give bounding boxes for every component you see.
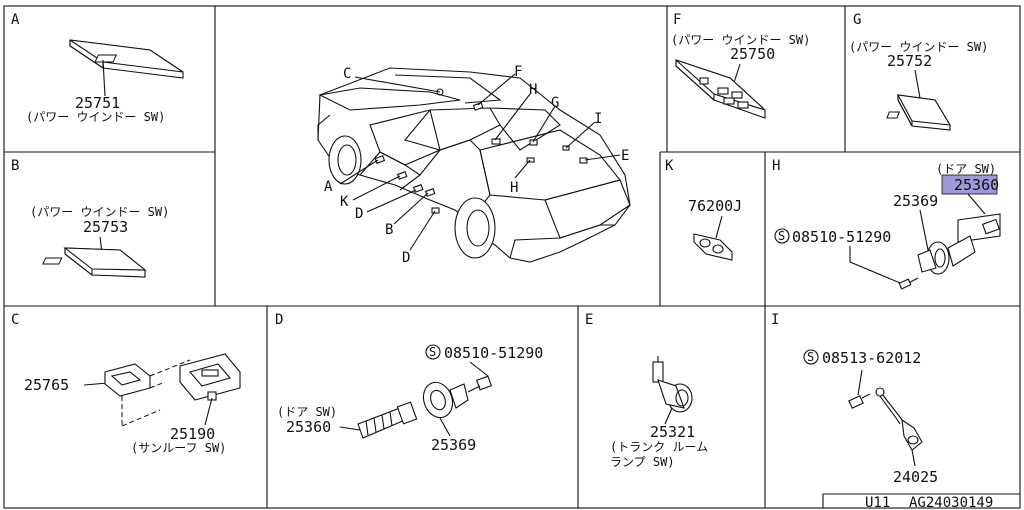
part-description: (ドア SW) <box>936 162 996 176</box>
diagram-footer: U11 AG24030149 <box>865 495 993 510</box>
switch-housing-part[interactable] <box>693 233 733 261</box>
panel-a[interactable]: A 25751 (パワー ウインドー SW) <box>11 12 184 124</box>
callout-c: C <box>343 66 351 82</box>
door-switch-part[interactable] <box>898 213 1001 290</box>
part-number: 76200J <box>688 197 742 215</box>
sunroof-switch-part[interactable] <box>179 353 241 401</box>
panel-letter: D <box>275 312 283 328</box>
part-number: 25751 <box>75 94 120 112</box>
callout-h: H <box>529 82 537 98</box>
screw-part-number: 08510-51290 <box>792 228 891 246</box>
power-window-switch-part[interactable] <box>886 94 952 131</box>
screw-spec: S 08510-51290 <box>774 228 891 246</box>
front-wheel <box>328 135 362 185</box>
panel-letter: I <box>771 312 779 328</box>
callout-d2: D <box>402 250 410 266</box>
panel-f[interactable]: F (パワー ウインドー SW) 25750 <box>671 12 810 119</box>
callout-b: B <box>385 222 393 238</box>
part-number: 25190 <box>170 425 215 443</box>
part-description: (ドア SW) <box>277 405 337 419</box>
screw-spec: S 08513-62012 <box>803 349 921 367</box>
car-body <box>317 67 631 263</box>
part-number: 25321 <box>650 423 695 441</box>
callout-e: E <box>621 148 629 164</box>
callout-lines <box>339 73 621 251</box>
screw-spec: S 08510-51290 <box>425 344 543 362</box>
callout-i: I <box>594 111 602 127</box>
highlight-box <box>941 174 998 195</box>
screw-symbol: S <box>429 345 436 359</box>
screw-symbol: S <box>807 350 814 364</box>
panel-letter: F <box>673 12 681 28</box>
power-window-master-switch-part[interactable] <box>675 59 766 119</box>
part-description: (サンルーフ SW) <box>131 441 226 455</box>
part-number: 24025 <box>893 468 938 486</box>
trunk-room-lamp-switch-part[interactable] <box>652 356 693 413</box>
panel-letter: A <box>11 12 20 28</box>
panel-b[interactable]: B (パワー ウインドー SW) 25753 <box>11 158 169 278</box>
part-description: (パワー ウインドー SW) <box>849 40 988 54</box>
screw-symbol: S <box>778 229 785 243</box>
vehicle-overview: C F H G I E A K D H B D <box>317 64 631 266</box>
panel-letter: B <box>11 158 19 174</box>
panel-g[interactable]: G (パワー ウインドー SW) 25752 <box>849 12 988 131</box>
part-description: (パワー ウインドー SW) <box>671 33 810 47</box>
callout-d: D <box>355 206 363 222</box>
part-description: (パワー ウインドー SW) <box>26 110 165 124</box>
part-number: 25750 <box>730 45 775 63</box>
callout-k: K <box>340 194 349 210</box>
footer-ref-code: AG24030149 <box>909 495 993 510</box>
panel-letter: C <box>11 312 19 328</box>
part-number: 25360 <box>286 418 331 436</box>
footer-u-code: U11 <box>865 495 890 510</box>
panel-k[interactable]: K 76200J <box>665 158 742 261</box>
screw-part-number: 08513-62012 <box>822 349 921 367</box>
part-number: 25752 <box>887 52 932 70</box>
power-window-switch-part[interactable] <box>69 39 184 79</box>
panel-letter: E <box>585 312 593 328</box>
part-number: 25369 <box>893 192 938 210</box>
part-description: (パワー ウインドー SW) <box>30 205 169 219</box>
callout-f: F <box>514 64 522 80</box>
part-description: ランプ SW) <box>610 455 675 469</box>
panel-letter: G <box>853 12 861 28</box>
panel-d[interactable]: D S 08510-51290 (ドア SW) 25360 25369 <box>275 312 543 454</box>
screw-part[interactable] <box>848 393 871 409</box>
panel-letter: K <box>665 158 674 174</box>
callout-letters: C F H G I E A K D H B D <box>324 64 629 266</box>
callout-a: A <box>324 179 333 195</box>
screw-part-number: 08510-51290 <box>444 344 543 362</box>
panel-i[interactable]: I S 08513-62012 24025 <box>771 312 938 486</box>
part-number: 25369 <box>431 436 476 454</box>
diagram-grid <box>3 5 1021 509</box>
power-window-switch-part[interactable] <box>42 247 147 278</box>
panel-c[interactable]: C 25765 25190 (サンルーフ SW) <box>11 312 241 455</box>
panel-letter: H <box>772 158 780 174</box>
door-switch-part[interactable] <box>357 375 493 439</box>
panel-h[interactable]: H (ドア SW) 25360 25369 S 08510-51290 <box>772 158 1001 290</box>
callout-h2: H <box>510 180 518 196</box>
harness-sensor-part[interactable] <box>875 387 923 451</box>
part-number: 25765 <box>24 376 69 394</box>
part-description: (トランク ルーム <box>610 440 708 454</box>
callout-g: G <box>551 95 559 111</box>
rear-wheel <box>454 197 496 259</box>
panel-e[interactable]: E 25321 (トランク ルーム ランプ SW) <box>585 312 708 469</box>
part-number-highlighted[interactable]: 25360 <box>954 176 999 194</box>
sunroof-switch-bezel-part[interactable] <box>104 363 151 397</box>
part-number: 25753 <box>83 218 128 236</box>
